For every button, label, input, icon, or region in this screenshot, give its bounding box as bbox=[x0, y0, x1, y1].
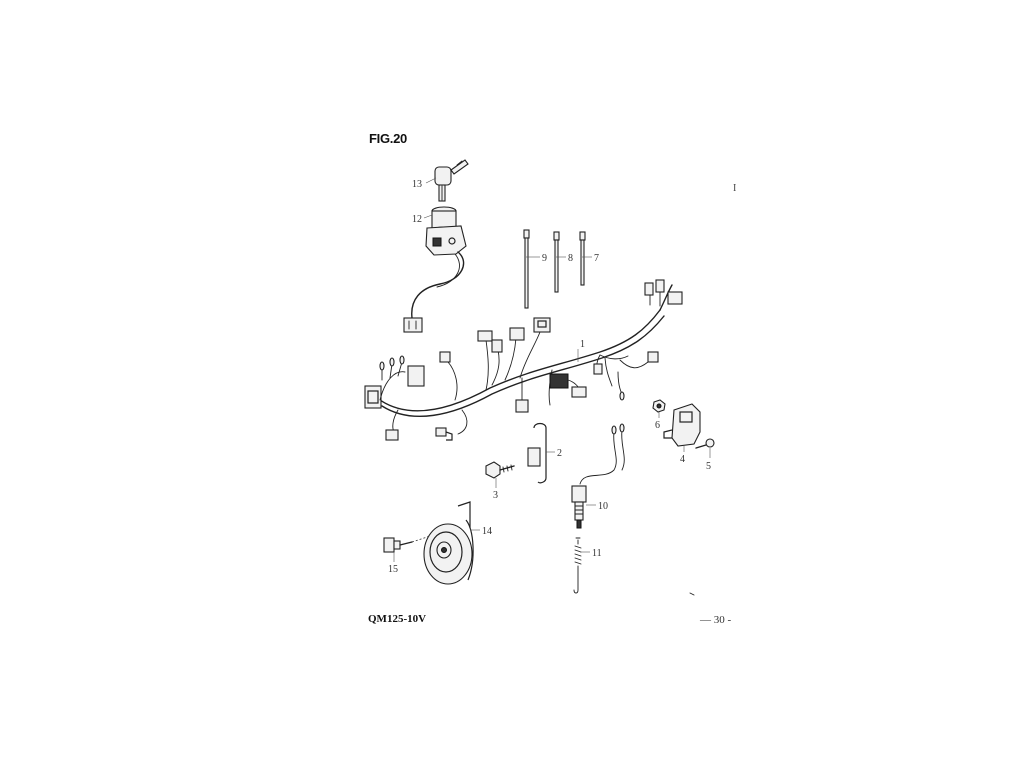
bolt-part-3 bbox=[485, 461, 515, 479]
callout-15: 15 bbox=[388, 564, 398, 575]
figure-title: FIG.20 bbox=[369, 131, 407, 146]
wiring-harness-part bbox=[364, 279, 683, 441]
callout-13: 13 bbox=[412, 179, 422, 190]
model-code: QM125-10V bbox=[368, 613, 427, 625]
ignition-key-part bbox=[434, 159, 469, 202]
callout-10: 10 bbox=[598, 501, 608, 512]
screw-part-5 bbox=[695, 438, 715, 449]
cable-tie-part-7 bbox=[579, 231, 586, 286]
nut-part-6 bbox=[652, 399, 666, 413]
callout-14: 14 bbox=[482, 526, 492, 537]
stray-mark bbox=[689, 592, 695, 596]
callout-1: 1 bbox=[580, 339, 585, 350]
callout-12: 12 bbox=[412, 214, 422, 225]
cable-tie-part-9 bbox=[523, 229, 530, 309]
leader-lines bbox=[393, 177, 711, 562]
page-number: — 30 - bbox=[700, 614, 732, 626]
callout-8: 8 bbox=[568, 253, 573, 264]
horn-part-14 bbox=[423, 501, 474, 585]
spring-part-11 bbox=[573, 537, 582, 594]
callout-3: 3 bbox=[493, 490, 498, 501]
horn-bolt-part-15 bbox=[383, 535, 431, 553]
stop-switch-part-10 bbox=[571, 423, 625, 529]
callout-2: 2 bbox=[557, 448, 562, 459]
callout-4: 4 bbox=[680, 454, 685, 465]
callout-labels: 1 2 3 4 5 6 7 8 9 10 11 12 13 14 15 bbox=[388, 179, 711, 575]
callout-6: 6 bbox=[655, 420, 660, 431]
corner-mark: I bbox=[733, 183, 737, 194]
ignition-switch-part bbox=[403, 206, 467, 333]
callout-7: 7 bbox=[594, 253, 599, 264]
callout-5: 5 bbox=[706, 461, 711, 472]
flasher-part-2 bbox=[527, 422, 547, 484]
relay-part-4 bbox=[663, 403, 701, 447]
callout-11: 11 bbox=[592, 548, 602, 559]
cable-tie-part-8 bbox=[553, 231, 560, 293]
callout-9: 9 bbox=[542, 253, 547, 264]
